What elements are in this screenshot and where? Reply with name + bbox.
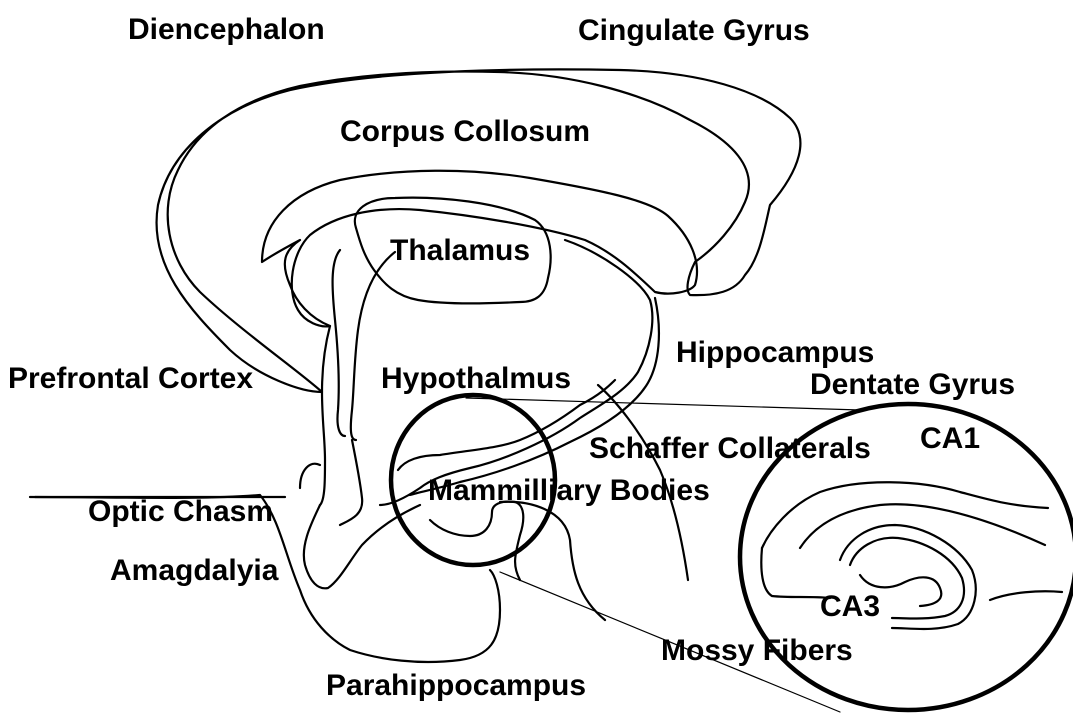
- label-corpus-collosum: Corpus Collosum: [340, 117, 590, 147]
- label-thalamus: Thalamus: [390, 236, 530, 266]
- left-tract-c: [340, 440, 362, 525]
- ca-field-middle: [800, 504, 1045, 548]
- ca-tail: [990, 591, 1062, 600]
- label-ca1: CA1: [920, 424, 980, 454]
- left-tract-a: [351, 252, 395, 440]
- label-mossy-fibers: Mossy Fibers: [661, 636, 853, 666]
- label-parahippocampus: Parahippocampus: [326, 671, 586, 701]
- hippocampal-curve-outer: [304, 505, 420, 588]
- label-cingulate-gyrus: Cingulate Gyrus: [578, 16, 810, 46]
- fornix-inner: [410, 298, 659, 495]
- label-ca3: CA3: [820, 592, 880, 622]
- label-hypothalmus: Hypothalmus: [381, 364, 571, 394]
- hippocampal-body-2: [430, 502, 523, 580]
- left-tract-b: [333, 250, 345, 436]
- label-hippocampus: Hippocampus: [676, 338, 874, 368]
- label-amagdalyia: Amagdalyia: [110, 556, 278, 586]
- amygdala-outline: [300, 464, 320, 488]
- zoom-line-top: [466, 398, 860, 410]
- label-diencephalon: Diencephalon: [128, 15, 325, 45]
- label-optic-chasm: Optic Chasm: [88, 497, 273, 527]
- label-mammiliary-bodies: Mammilliary Bodies: [428, 476, 710, 506]
- label-prefrontal-cortex: Prefrontal Cortex: [8, 364, 253, 394]
- left-tract-outer: [320, 326, 330, 505]
- label-schaffer-collaterals: Schaffer Collaterals: [589, 434, 871, 464]
- label-dentate-gyrus: Dentate Gyrus: [810, 370, 1015, 400]
